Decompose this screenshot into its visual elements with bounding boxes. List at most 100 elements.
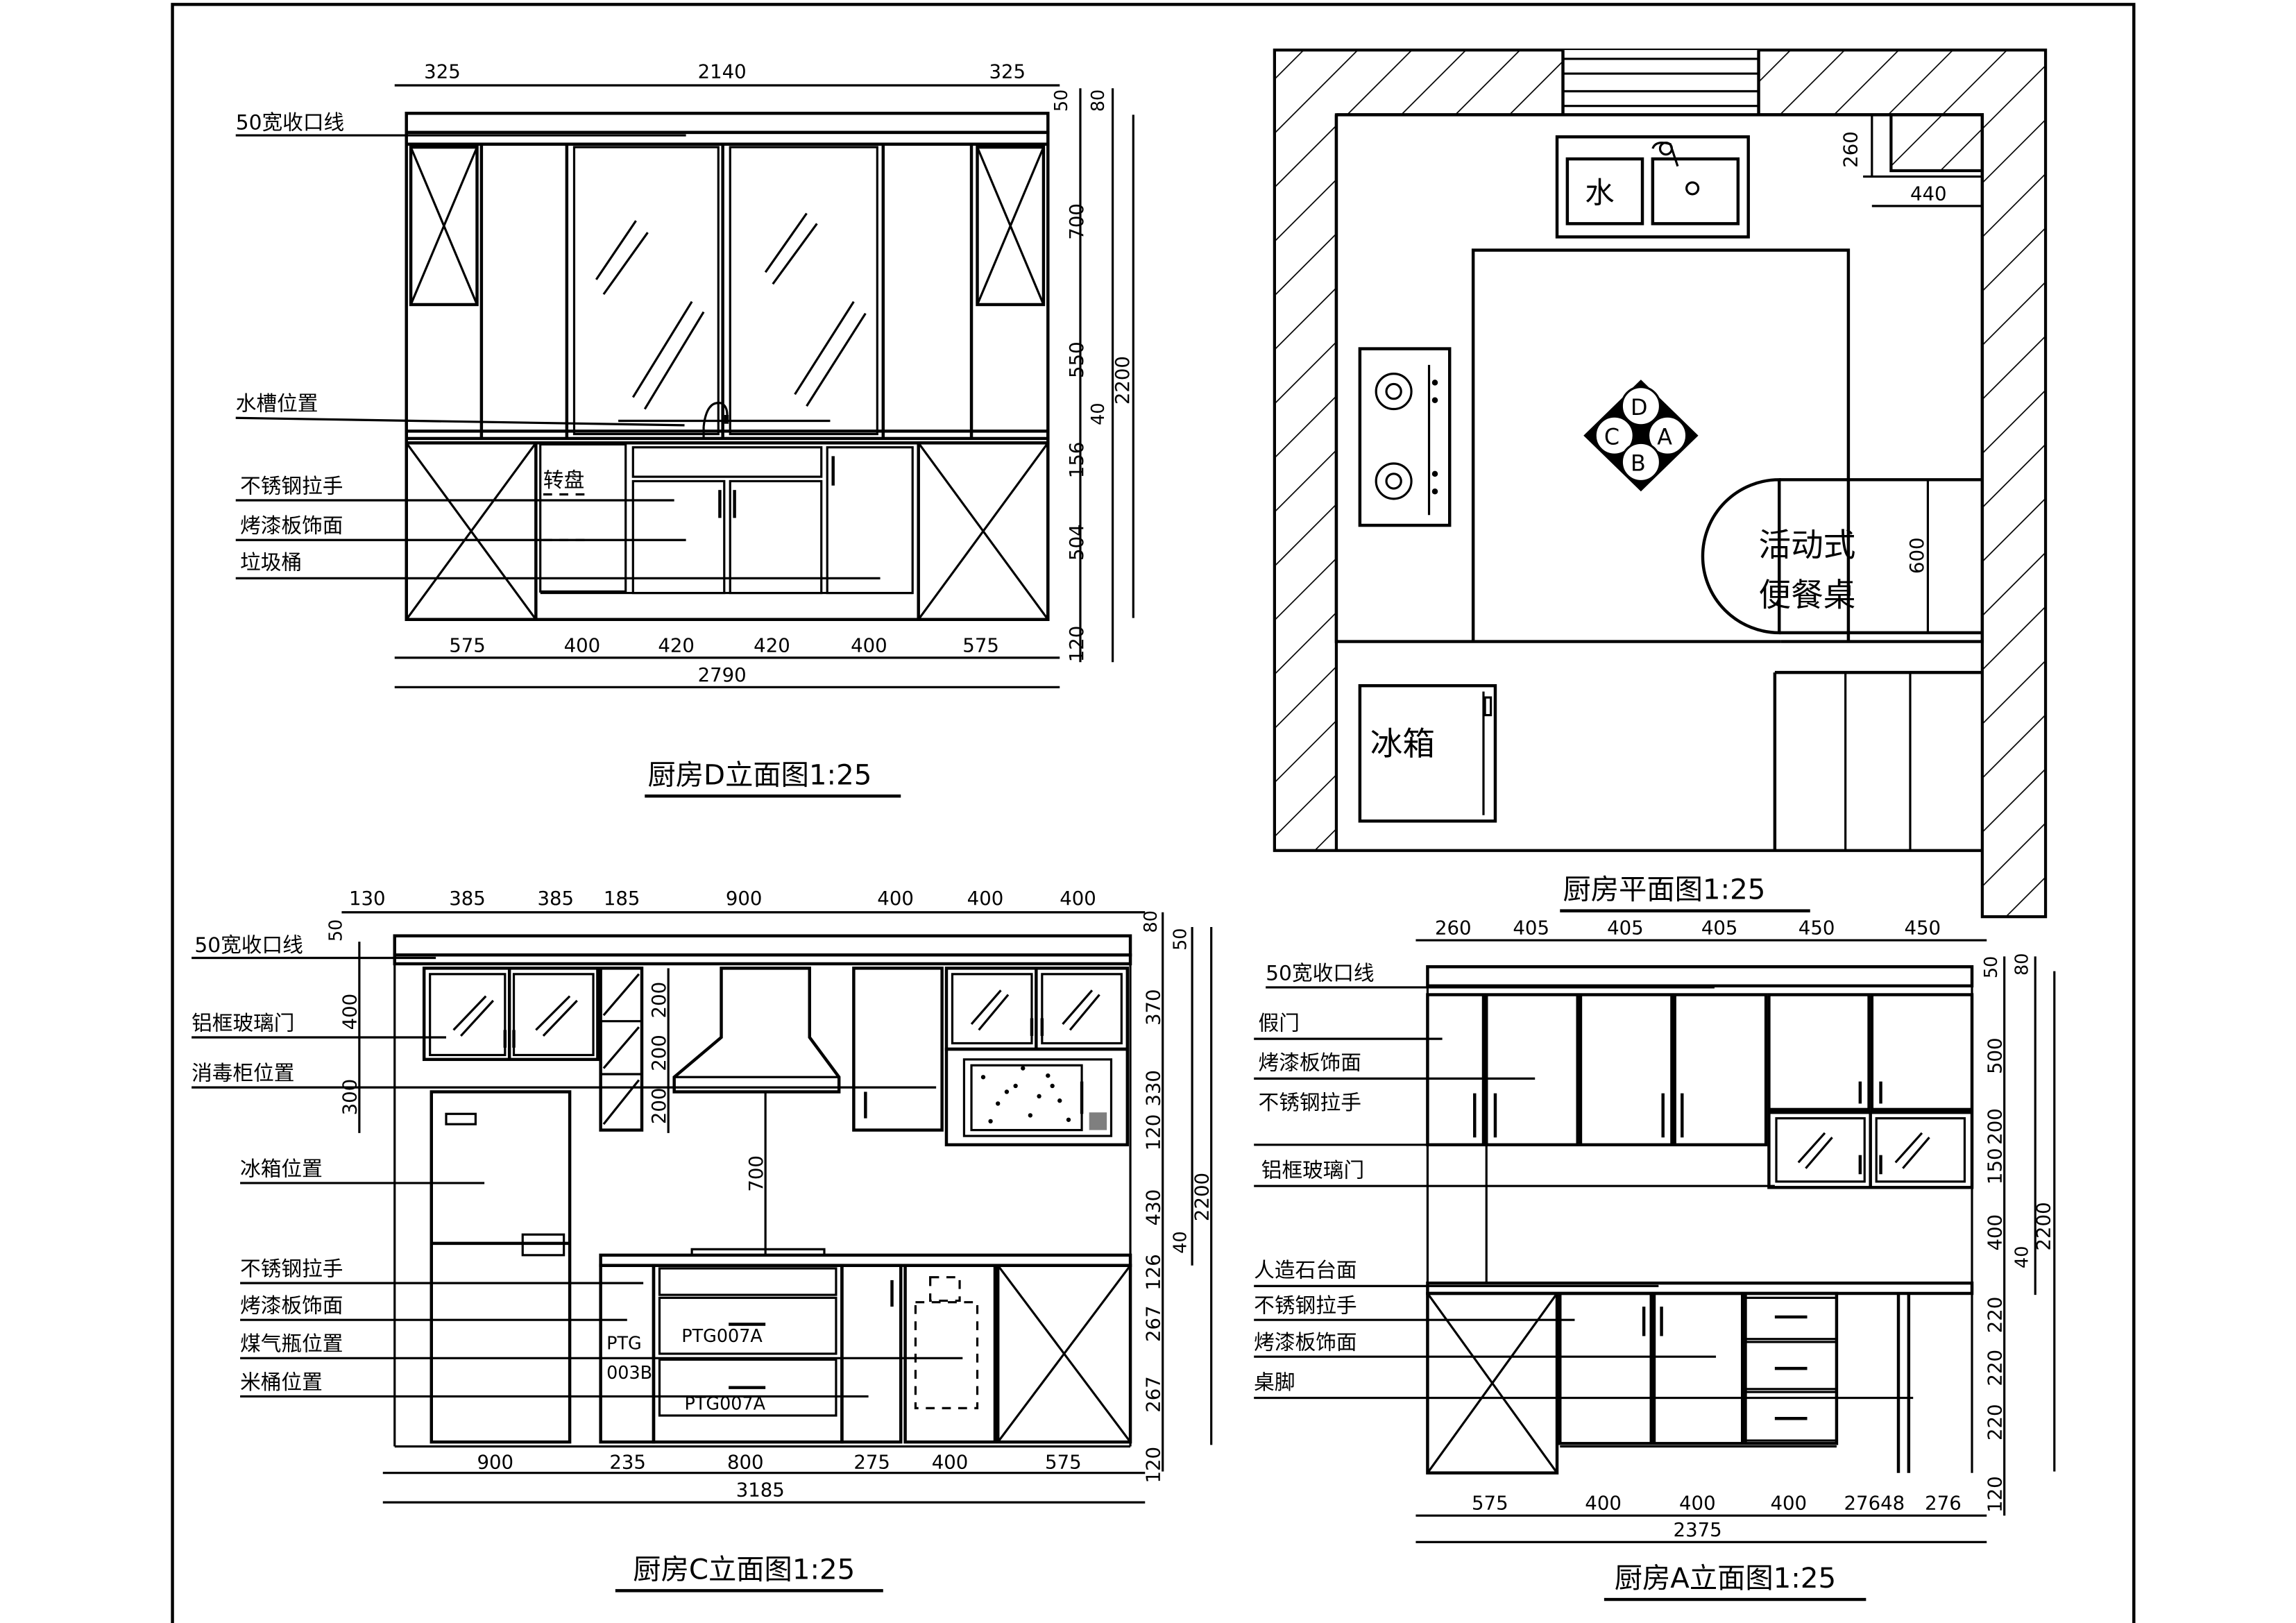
dim-c-left-3: 300	[339, 1079, 362, 1116]
label-c-fridge: 冰箱位置	[240, 1156, 323, 1180]
dim-d-top-3: 325	[989, 60, 1026, 83]
dim-d-bot-3: 420	[658, 634, 695, 656]
label-d-bin: 垃圾桶	[240, 550, 302, 575]
dim-a-bot-4: 400	[1771, 1493, 1808, 1515]
dim-d-r-4: 550	[1066, 341, 1088, 378]
label-c-lacquer: 烤漆板饰面	[240, 1293, 343, 1318]
code-c-ptg: PTG	[606, 1333, 642, 1354]
dim-c-left-1: 50	[325, 919, 346, 942]
plan-fridge-label: 冰箱	[1370, 726, 1435, 763]
dim-c-r-4: 330	[1142, 1070, 1164, 1107]
elevation-d-text: 50宽收口线 水槽位置 不锈钢拉手 烤漆板饰面 垃圾桶 转盘 325 2140 …	[236, 60, 1134, 798]
label-a-legs: 桌脚	[1254, 1370, 1295, 1394]
dim-a-r-2: 80	[2012, 953, 2032, 976]
dim-d-r-3: 700	[1066, 203, 1088, 240]
dim-c-total: 3185	[736, 1479, 785, 1502]
label-c-gas: 煤气瓶位置	[240, 1332, 343, 1356]
dim-d-height: 2200	[1112, 356, 1134, 405]
dim-a-r-4: 200	[1984, 1108, 2006, 1145]
plan-dim-600: 600	[1906, 537, 1928, 574]
label-a-fake-door: 假门	[1259, 1010, 1300, 1035]
elevation-d	[235, 84, 1134, 688]
dim-c-mid-2: 200	[648, 1035, 670, 1071]
label-a-handle-lower: 不锈钢拉手	[1254, 1293, 1357, 1318]
label-c-glass: 铝框玻璃门	[192, 1010, 294, 1035]
label-c-disinfect: 消毒柜位置	[192, 1061, 294, 1085]
label-d-sink: 水槽位置	[236, 391, 318, 416]
dim-c-top-2: 385	[449, 887, 486, 910]
dim-a-bot-5: 27648	[1844, 1493, 1905, 1515]
dim-c-bot-3: 800	[727, 1451, 764, 1473]
dim-a-total: 2375	[1674, 1519, 1722, 1541]
code-c-ptg007a-2: PTG007A	[685, 1393, 766, 1414]
dim-a-top-6: 450	[1904, 917, 1941, 940]
dim-c-top-7: 400	[967, 887, 1004, 910]
label-a-glass: 铝框玻璃门	[1261, 1157, 1364, 1182]
dim-c-top-3: 385	[537, 887, 574, 910]
dim-a-bot-1: 575	[1472, 1493, 1508, 1515]
dim-c-top-8: 400	[1060, 887, 1096, 910]
title-elevation-c: 厨房C立面图1:25	[633, 1553, 855, 1586]
label-c-rice: 米桶位置	[240, 1370, 323, 1394]
elevation-c-text: 50宽收口线 铝框玻璃门 消毒柜位置 冰箱位置 不锈钢拉手 烤漆板饰面 煤气瓶位…	[192, 887, 1213, 1592]
plan-sink-label: 水	[1585, 177, 1614, 211]
dim-d-r-5: 40	[1087, 402, 1108, 425]
dim-c-bot-2: 235	[609, 1451, 646, 1473]
compass-b: B	[1631, 451, 1646, 477]
dim-d-r-7: 504	[1066, 524, 1088, 561]
dim-c-mid-4: 700	[745, 1155, 767, 1192]
dim-c-r-5: 120	[1142, 1114, 1164, 1151]
dim-a-r-10: 220	[1984, 1404, 2006, 1441]
label-d-handle: 不锈钢拉手	[240, 473, 343, 498]
dim-a-height: 2200	[2032, 1202, 2055, 1250]
label-d-turntable: 转盘	[543, 468, 584, 492]
dim-a-top-4: 405	[1701, 917, 1738, 940]
dim-c-r-1: 80	[1140, 910, 1161, 933]
dim-c-mid-1: 200	[648, 982, 670, 1019]
dim-a-top-5: 450	[1798, 917, 1835, 940]
dim-a-top-1: 260	[1435, 917, 1472, 940]
dim-c-height: 2200	[1191, 1173, 1213, 1221]
dim-c-mid-3: 200	[648, 1088, 670, 1125]
dim-c-bot-6: 575	[1045, 1451, 1082, 1473]
dim-c-r-8: 126	[1142, 1254, 1164, 1291]
dim-c-bot-4: 275	[853, 1451, 890, 1473]
dim-a-bot-2: 400	[1585, 1493, 1622, 1515]
dim-a-r-6: 400	[1984, 1214, 2006, 1251]
dim-a-top-2: 405	[1513, 917, 1549, 940]
code-c-ptg007a-1: PTG007A	[681, 1325, 763, 1346]
label-a-lacquer-lower: 烤漆板饰面	[1254, 1330, 1357, 1354]
label-a-handle-upper: 不锈钢拉手	[1259, 1090, 1361, 1114]
plan-table-label-2: 便餐桌	[1759, 577, 1856, 615]
dim-c-r-6: 430	[1142, 1189, 1164, 1226]
dim-d-top-2: 2140	[698, 60, 747, 83]
plan-dim-440: 440	[1910, 182, 1947, 205]
label-d-trim: 50宽收口线	[236, 110, 344, 135]
dim-c-top-6: 400	[877, 887, 914, 910]
plan-dim-260: 260	[1840, 131, 1862, 168]
title-elevation-d: 厨房D立面图1:25	[648, 758, 872, 791]
dim-d-bot-1: 575	[449, 634, 486, 656]
kitchen-plan	[1273, 48, 2048, 919]
label-a-trim: 50宽收口线	[1266, 960, 1374, 985]
dim-c-r-11: 120	[1142, 1447, 1164, 1484]
dim-c-r-7: 40	[1170, 1231, 1191, 1253]
dim-c-left-2: 400	[339, 994, 362, 1030]
dim-a-bot-6: 276	[1925, 1493, 1962, 1515]
dim-c-r-3: 370	[1142, 989, 1164, 1026]
dim-a-r-11: 120	[1984, 1476, 2006, 1513]
elevation-c	[192, 911, 1213, 1504]
dim-d-r-2: 80	[1087, 90, 1108, 112]
label-d-lacquer: 烤漆板饰面	[240, 513, 343, 538]
dim-c-top-4: 185	[604, 887, 640, 910]
dim-d-r-8: 120	[1066, 626, 1088, 663]
plan-text: 水 冰箱 活动式 便餐桌 D C A B 260 440 600 厨房平面图1:…	[1370, 131, 1947, 912]
dim-c-bot-5: 400	[932, 1451, 969, 1473]
title-plan: 厨房平面图1:25	[1563, 874, 1766, 906]
dim-c-r-10: 267	[1142, 1376, 1164, 1413]
compass-a: A	[1657, 424, 1672, 450]
elevation-a	[1254, 939, 2056, 1543]
plan-table-label-1: 活动式	[1759, 527, 1856, 565]
dim-d-r-1: 50	[1051, 90, 1071, 112]
dim-c-bot-1: 900	[477, 1451, 514, 1473]
